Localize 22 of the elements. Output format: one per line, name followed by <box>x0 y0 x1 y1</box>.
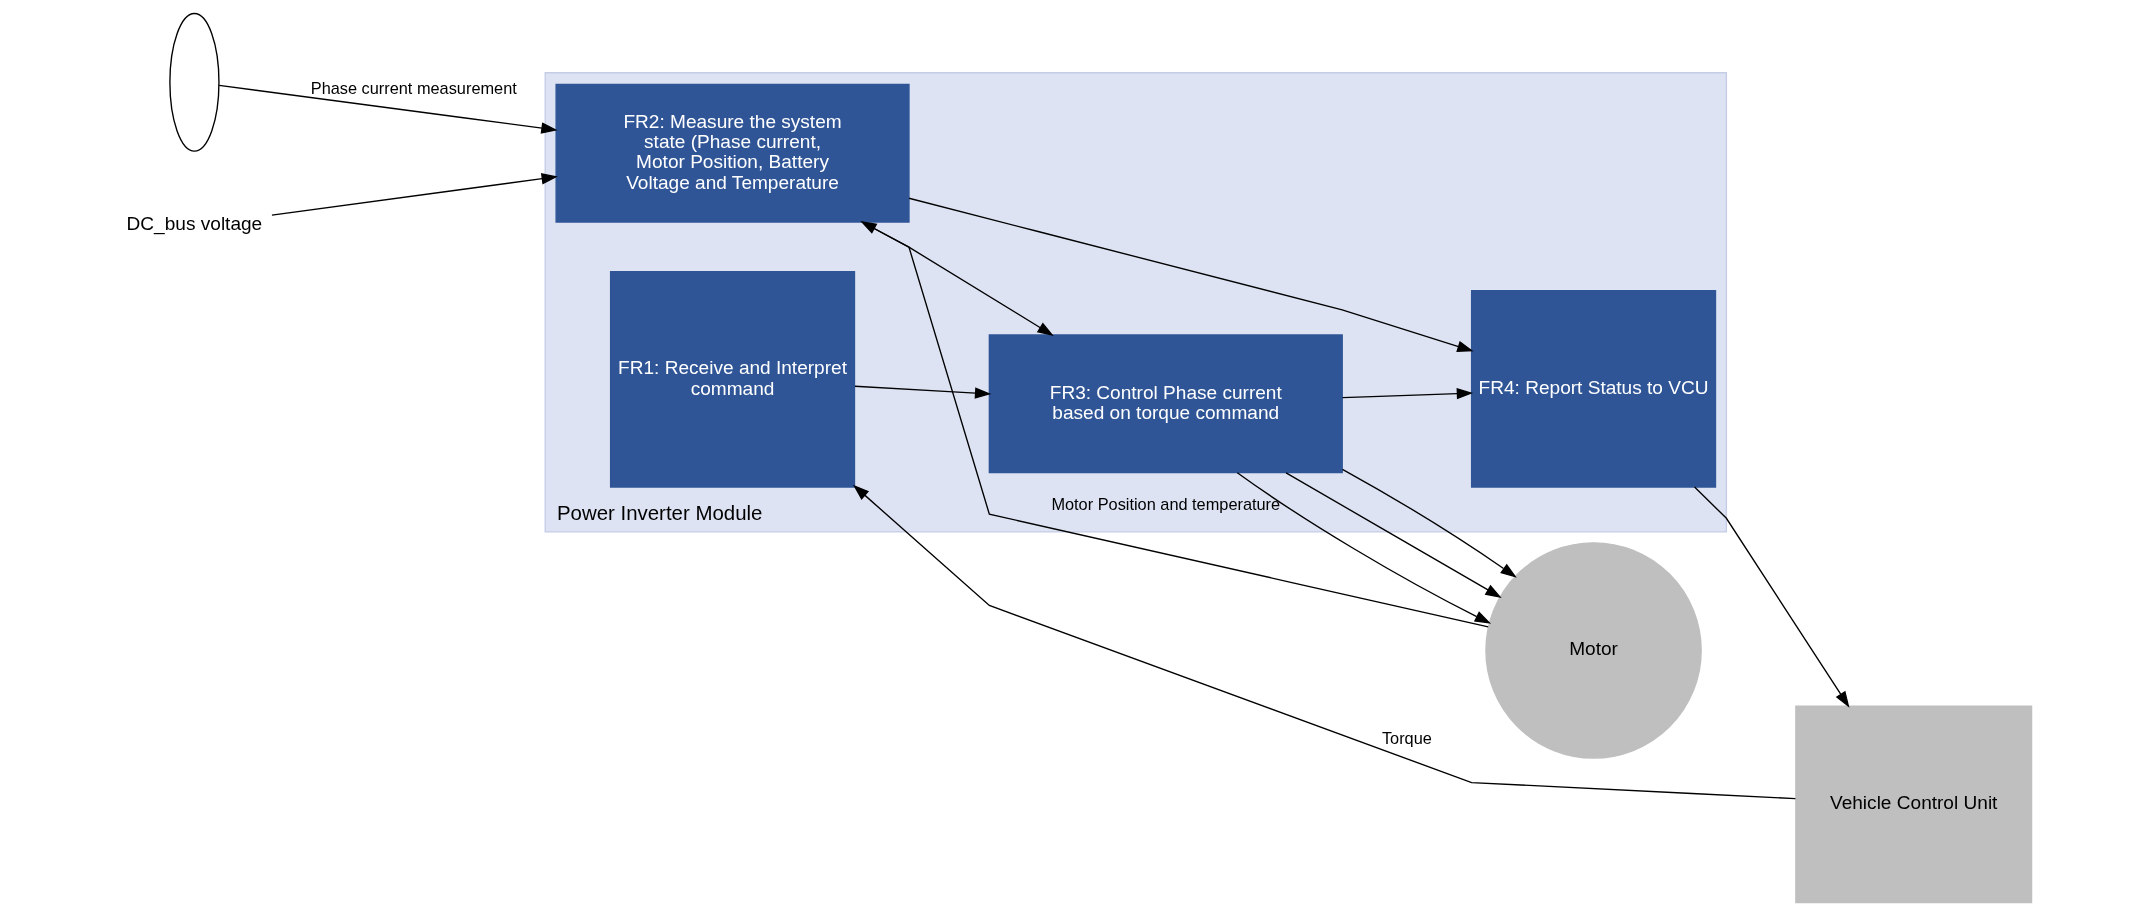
arrow <box>854 385 992 399</box>
arrow <box>218 84 558 134</box>
node-text: DC_bus voltage <box>126 213 263 235</box>
arrow <box>852 484 1797 800</box>
node-ellipse <box>169 12 220 152</box>
arrow <box>1341 387 1474 400</box>
node-box: FR4: Report Status to VCU <box>1470 290 1717 488</box>
node-box: Vehicle Control Unit <box>1795 705 2033 904</box>
arrow <box>271 173 558 216</box>
node-box: FR3: Control Phase current based on torque command <box>988 334 1343 474</box>
node-box: FR1: Receive and Interpret command <box>609 271 856 488</box>
edge-label: Motor Position and temperature <box>1051 494 1281 513</box>
arrow <box>1693 486 1850 708</box>
arrow <box>908 197 1474 352</box>
arrow <box>860 221 1489 628</box>
node-box: FR2: Measure the system state (Phase current, Motor Position, Battery Voltage and Temperature <box>555 83 910 223</box>
edge-label: Phase current measurement <box>310 79 517 98</box>
arrow <box>1285 472 1502 598</box>
arrow <box>1341 468 1517 578</box>
arrow <box>861 221 1054 336</box>
arrow <box>1236 472 1492 624</box>
edge-label: Torque <box>1381 728 1432 747</box>
